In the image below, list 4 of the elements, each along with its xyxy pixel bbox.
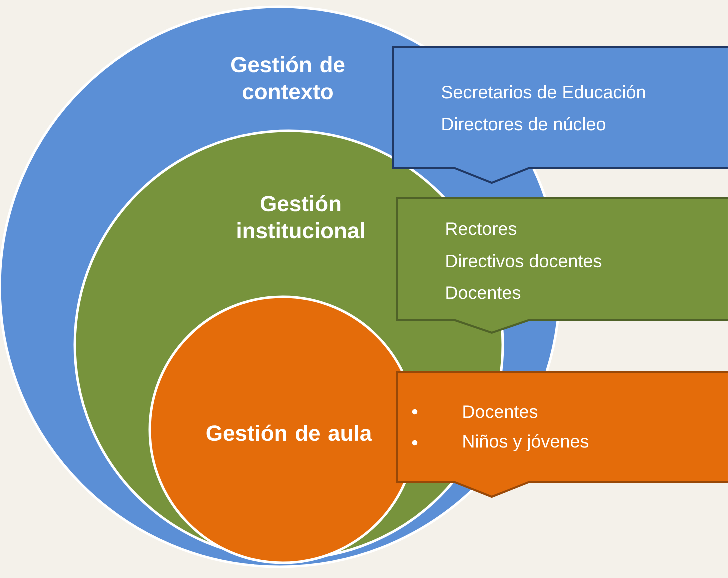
callout-box [396, 371, 728, 498]
circle-segment: Gestión de aula [148, 296, 418, 564]
callout-box [396, 197, 728, 334]
callout-box [392, 46, 728, 184]
